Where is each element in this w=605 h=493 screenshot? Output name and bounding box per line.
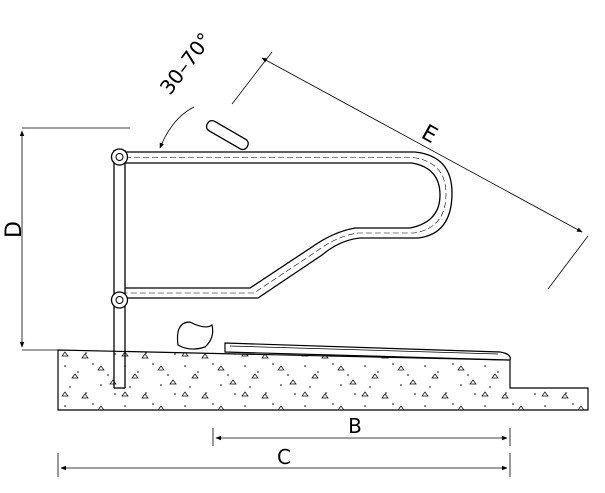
upper-clamp — [110, 148, 129, 166]
dimension-c-label: C — [277, 445, 291, 469]
anchor-boot — [176, 321, 214, 350]
angle-label: 30–70° — [155, 28, 217, 99]
dimension-c — [57, 453, 511, 477]
deck-step-plate — [224, 342, 511, 361]
handrail-tube — [125, 151, 453, 299]
dimension-b — [212, 428, 511, 446]
dimension-b-label: B — [348, 414, 362, 438]
tilted-rod — [205, 119, 249, 151]
lower-clamp — [110, 291, 129, 309]
deck-step-plate-inner — [229, 345, 499, 355]
angle-indicator — [159, 106, 195, 149]
dimension-e — [231, 51, 589, 290]
vertical-post — [113, 150, 126, 389]
dimension-d — [19, 127, 130, 351]
dimension-d-label: D — [2, 221, 27, 238]
